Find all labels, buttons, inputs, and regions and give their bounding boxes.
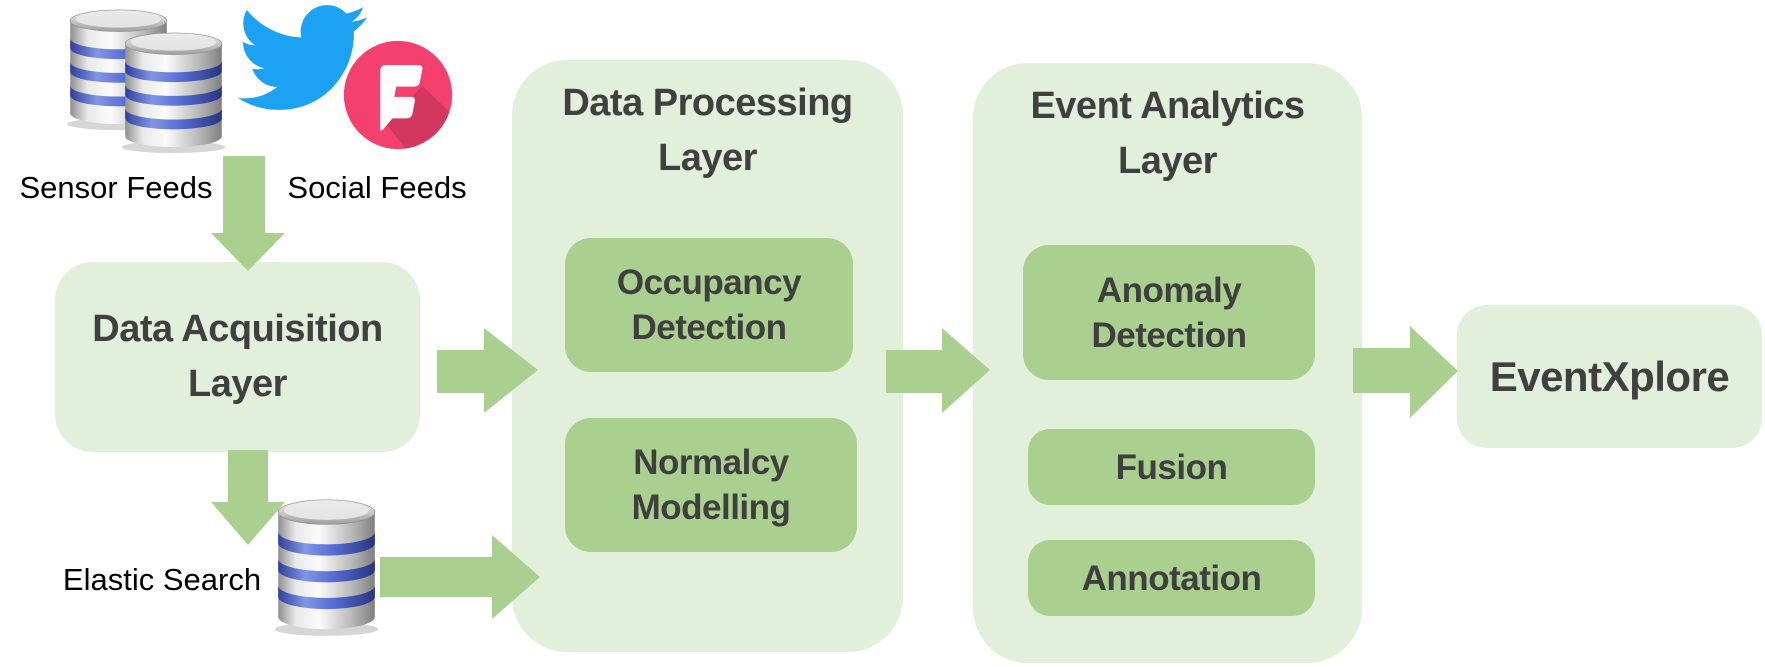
data-processing-title-line1: Data Processing [562,82,853,124]
annotation-module: Annotation [1028,540,1315,616]
anomaly-detection-module: Anomaly Detection [1023,245,1315,380]
eventxplore-box: EventXplore [1457,305,1762,448]
data-acquisition-title-line1: Data Acquisition [92,308,383,350]
data-acquisition-layer-box: Data Acquisition Layer [55,262,420,452]
eventxplore-label: EventXplore [1489,352,1730,400]
occupancy-line1: Occupancy [616,263,802,302]
data-processing-layer-title: Data Processing Layer [512,60,903,186]
event-analytics-title-line1: Event Analytics [1030,85,1305,127]
social-feeds-label: Social Feeds [287,170,467,205]
occupancy-detection-module: Occupancy Detection [565,238,853,372]
normalcy-modelling-module: Normalcy Modelling [565,418,857,552]
anomaly-line1: Anomaly [1096,270,1242,310]
right-arrow-analytics-to-eventxplore [1353,326,1458,418]
elastic-search-label: Elastic Search [62,562,262,597]
data-processing-title-line2: Layer [658,137,757,179]
sensor-feeds-label: Sensor Feeds [19,170,213,205]
event-analytics-title-line2: Layer [1118,140,1217,182]
occupancy-line2: Detection [631,308,787,347]
sensor-database-front-icon [121,32,226,154]
normalcy-line2: Modelling [631,488,791,527]
annotation-label: Annotation [1081,558,1262,598]
data-acquisition-layer-title: Data Acquisition Layer [92,302,383,412]
fusion-module: Fusion [1028,429,1315,505]
elastic-search-database-icon [274,499,379,637]
normalcy-line1: Normalcy [633,443,789,482]
foursquare-icon [342,39,454,151]
anomaly-line2: Detection [1091,315,1247,355]
data-acquisition-title-line2: Layer [188,363,287,405]
event-analytics-layer-title: Event Analytics Layer [973,63,1362,189]
fusion-label: Fusion [1115,447,1228,487]
